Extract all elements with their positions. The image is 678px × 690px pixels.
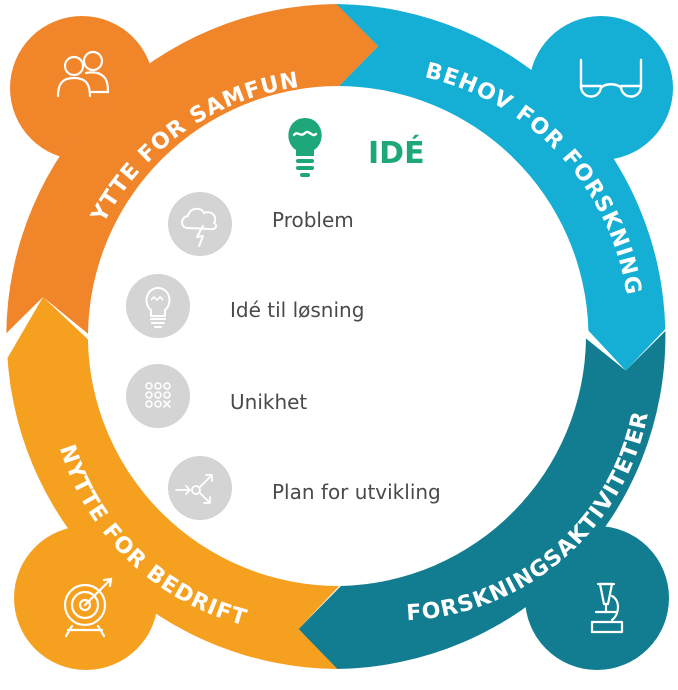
people-icon — [56, 50, 110, 98]
item-label-ide-til-losning: Idé til løsning — [230, 298, 365, 322]
storm-cloud-icon — [168, 192, 232, 256]
segment-nytte-for-samfunn — [6, 4, 379, 334]
target-icon — [63, 577, 113, 638]
bulb-outline-icon — [126, 274, 190, 338]
segment-forskningsaktiviteter — [298, 331, 666, 669]
item-label-problem: Problem — [272, 208, 354, 232]
item-label-unikhet: Unikhet — [230, 390, 308, 414]
segment-behov-for-forskning — [336, 4, 666, 371]
center-lightbulb-icon — [288, 118, 322, 177]
microscope-icon — [590, 582, 624, 634]
glasses-icon — [579, 58, 643, 98]
dot-grid-icon — [126, 364, 190, 428]
center-title: IDÉ — [368, 136, 425, 171]
segment-nytte-for-bedrift — [7, 297, 340, 669]
arrows-plan-icon — [168, 456, 232, 520]
item-label-plan-for-utvikling: Plan for utvikling — [272, 480, 441, 504]
